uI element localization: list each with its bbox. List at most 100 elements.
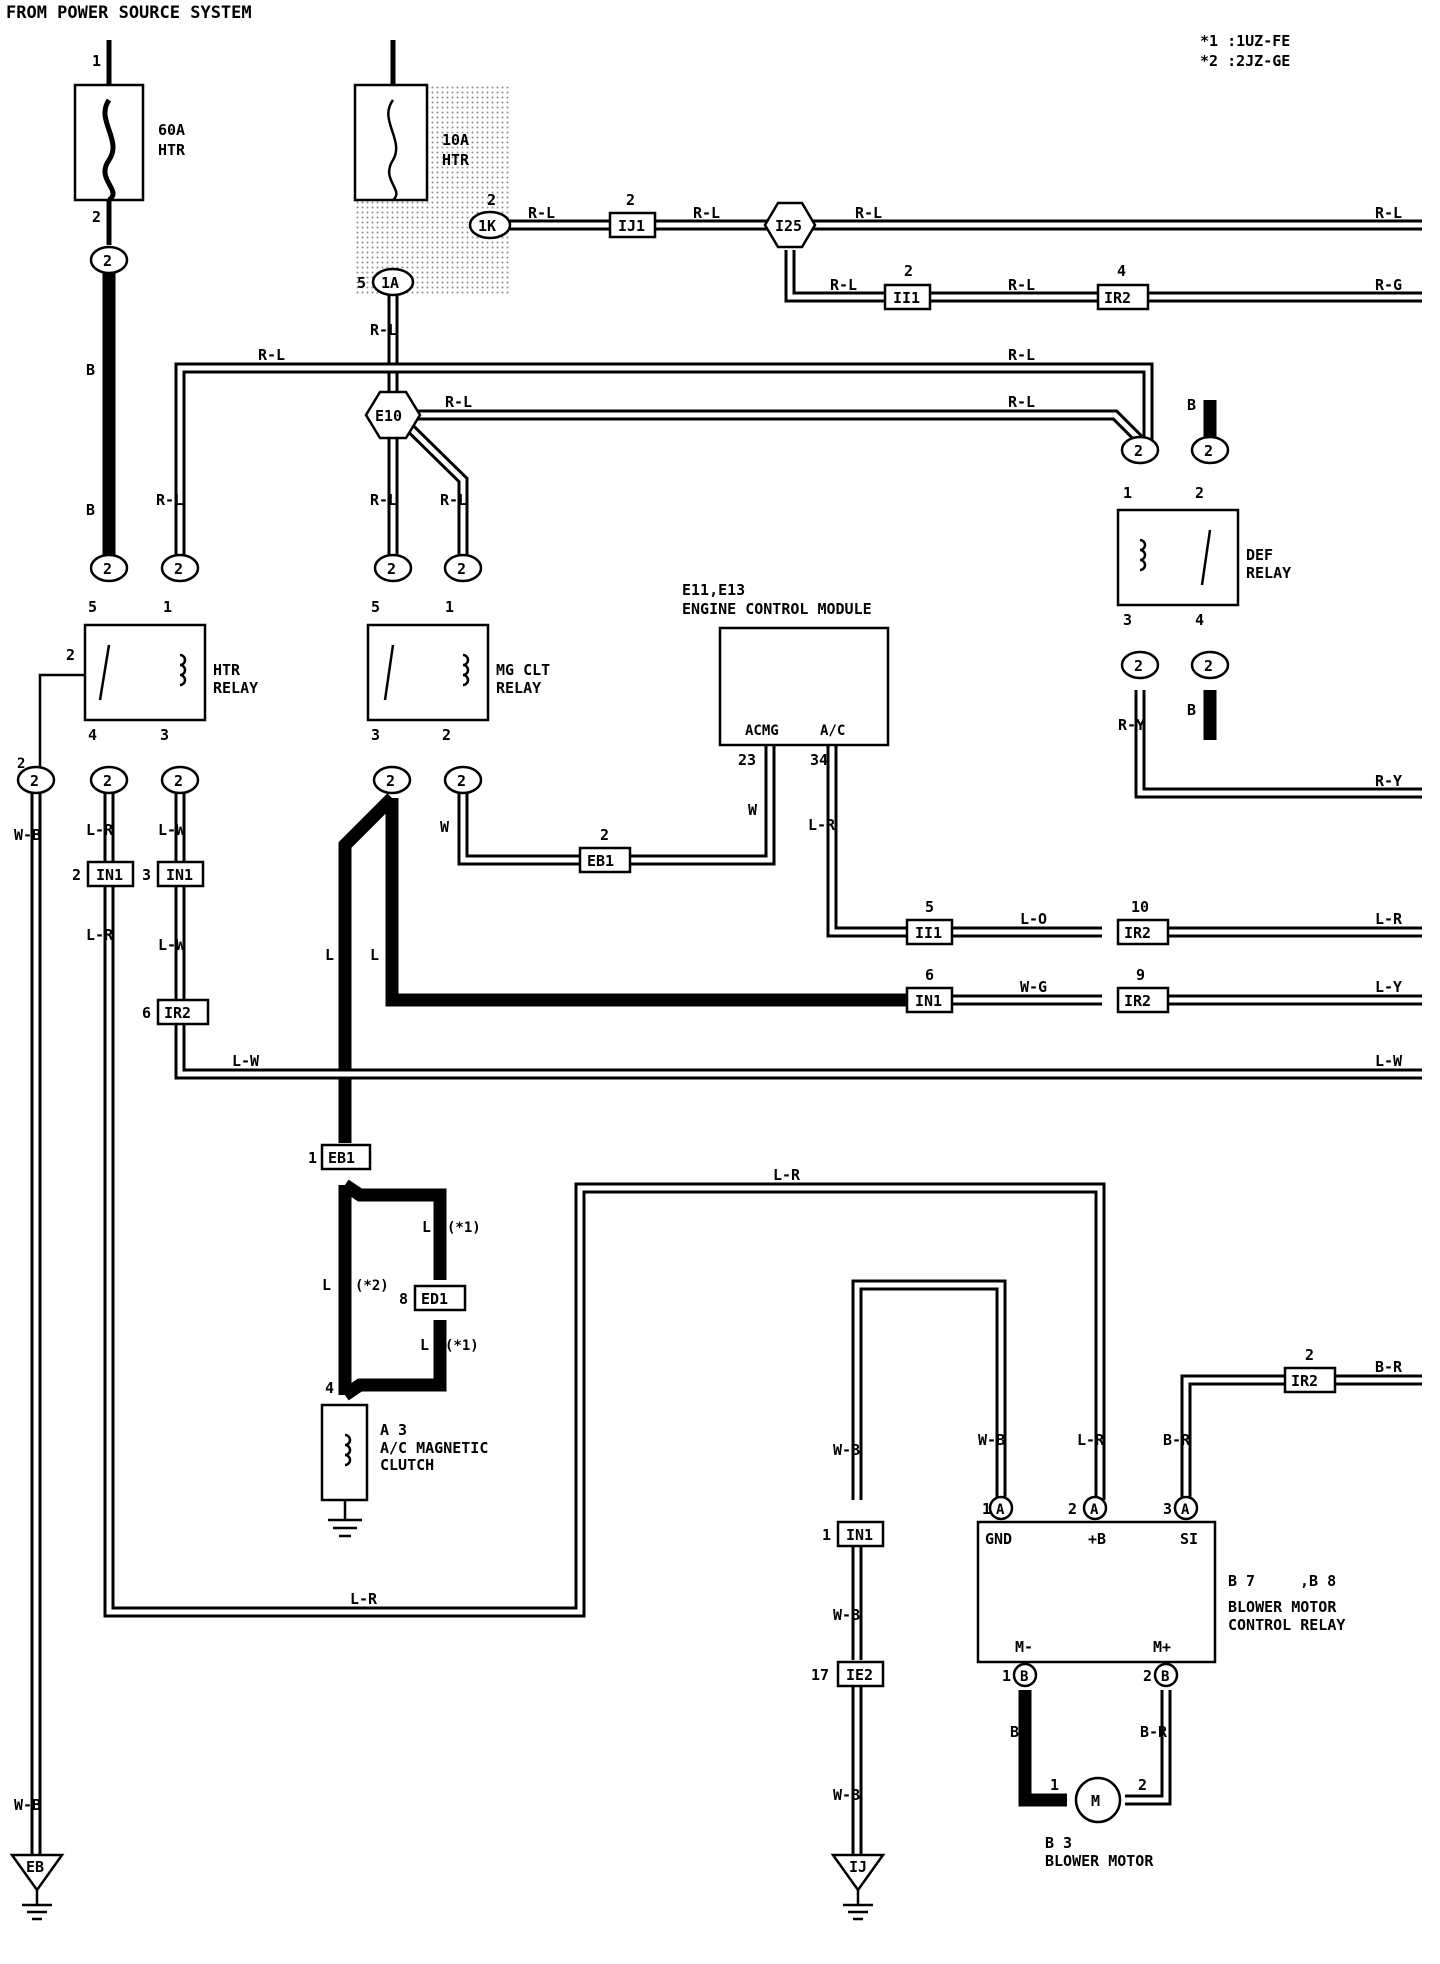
conn-ir2-left: IR2 — [164, 1004, 191, 1022]
wire-label: W — [440, 818, 450, 836]
htr-relay-pin-1: 1 — [163, 598, 172, 616]
engine-control-module: E11,E13 ENGINE CONTROL MODULE ACMG A/C 2… — [682, 581, 890, 769]
double-wires — [30, 219, 1422, 1855]
conn-2: 2 — [174, 560, 183, 578]
bmcr-code: B 7 — [1228, 1572, 1255, 1590]
wire-label: B — [1010, 1723, 1019, 1741]
motor-code: B 3 — [1045, 1834, 1072, 1852]
conn-2: 2 — [457, 560, 466, 578]
conn-in1-mid-pin: 6 — [925, 966, 934, 984]
splice-e10: E10 — [364, 390, 422, 440]
source-title: FROM POWER SOURCE SYSTEM — [6, 3, 252, 23]
conn-2: 2 — [30, 772, 39, 790]
wire-label: L-R — [86, 821, 114, 839]
fuse-10a-name: HTR — [442, 151, 470, 169]
wire-label: R-L — [1008, 393, 1035, 411]
wire-label: R-L — [855, 204, 882, 222]
engine-note-1: *1 :1UZ-FE — [1200, 32, 1290, 50]
wire-label: W-B — [978, 1431, 1005, 1449]
bmcr-pin-1b: 1 — [1002, 1667, 1011, 1685]
wire-label: L — [420, 1336, 429, 1354]
wire-label: W-B — [833, 1606, 860, 1624]
wire-label: B-R — [1375, 1358, 1403, 1376]
conn-1a-pin: 5 — [357, 274, 366, 292]
conn-ir2-top: IR2 — [1104, 289, 1131, 307]
conn-2: 2 — [174, 772, 183, 790]
clutch-code: A 3 — [380, 1421, 407, 1439]
wire-label: R-Y — [1118, 716, 1145, 734]
wire-label: R-G — [1375, 276, 1402, 294]
wire-label: R-L — [528, 204, 555, 222]
wire-label: L-R — [1077, 1431, 1105, 1449]
bmcr-pin-2a: 2 — [1068, 1500, 1077, 1518]
wire-label: B-R — [1163, 1431, 1191, 1449]
conn-in1-a: IN1 — [96, 866, 123, 884]
ac-magnetic-clutch: 4 A 3 A/C MAGNETIC CLUTCH — [320, 1379, 488, 1538]
conn-ir2-mid: IR2 — [1124, 924, 1151, 942]
motor-symbol: M — [1091, 1792, 1100, 1810]
bmcr-b2: B — [1161, 1669, 1169, 1685]
oval-pin-labels: 2 — [17, 756, 25, 772]
bmcr-m-plus: M+ — [1153, 1638, 1171, 1656]
wire-label: L-W — [1375, 1052, 1403, 1070]
htr-relay-pin-2: 2 — [66, 646, 75, 664]
conn-2: 2 — [103, 560, 112, 578]
ground-eb-label: EB — [26, 1858, 44, 1876]
wire-labels: B B R-L R-L R-L R-L R-L R-L R-G R-L R-L … — [14, 204, 1403, 1814]
wire-label: L-W — [232, 1052, 260, 1070]
wire-label: R-L — [830, 276, 857, 294]
conn-2: 2 — [1134, 442, 1143, 460]
conn-ir2-br-pin: 2 — [1305, 1346, 1314, 1364]
bmcr-a3: A — [1181, 1502, 1190, 1518]
wire-label: L-R — [350, 1590, 378, 1608]
conn-eb1-low: EB1 — [328, 1149, 355, 1167]
wire-label: L-R — [808, 816, 836, 834]
conn-in1-b: IN1 — [166, 866, 193, 884]
wire-label: W-B — [14, 1796, 41, 1814]
wire-label: L-R — [773, 1166, 801, 1184]
htr-relay-label: HTR — [213, 661, 241, 679]
wire-label: L — [422, 1218, 431, 1236]
wire-label: W-G — [1020, 978, 1047, 996]
wire-label: L-O — [1020, 910, 1047, 928]
conn-ij1: IJ1 — [618, 217, 645, 235]
htr-relay-pin-4: 4 — [88, 726, 97, 744]
motor-pin-2: 2 — [1138, 1776, 1147, 1794]
ecm-pin-34: 34 — [810, 751, 828, 769]
conn-ii1-top: II1 — [893, 289, 920, 307]
wire-label: (*1) — [445, 1338, 479, 1354]
fuse-60a-name: HTR — [158, 141, 186, 159]
conn-ii1-mid-pin: 5 — [925, 898, 934, 916]
conn-ir2-br: IR2 — [1291, 1372, 1318, 1390]
htr-relay-pin-3: 3 — [160, 726, 169, 744]
wire-label: B — [1187, 701, 1196, 719]
wire-label: (*1) — [447, 1220, 481, 1236]
conn-2: 2 — [457, 772, 466, 790]
bmcr-name: BLOWER MOTOR — [1228, 1598, 1337, 1616]
conn-1k: 1K — [478, 217, 496, 235]
rect-connectors: IJ1 2 II1 2 IR2 4 EB1 2 II1 5 IR2 10 IN1… — [72, 191, 1337, 1688]
wire-label: R-L — [1375, 204, 1402, 222]
def-relay-pin-1: 1 — [1123, 484, 1132, 502]
htr-relay-pin-5: 5 — [88, 598, 97, 616]
def-relay-pin-3: 3 — [1123, 611, 1132, 629]
wire-label: R-L — [258, 346, 285, 364]
def-relay: DEF RELAY 1 2 3 4 — [1116, 484, 1291, 629]
wire-label: L-W — [158, 821, 186, 839]
connector-ovals: 2 1K 2 1A 5 2 2 2 2 2 2 2 2 2 2 2 2 2 — [16, 191, 1230, 795]
splice-i25: I25 — [763, 201, 817, 249]
wire-label: R-L — [370, 321, 397, 339]
wire-label: R-L — [1008, 346, 1035, 364]
wire-label: L — [325, 946, 334, 964]
conn-2: 2 — [386, 772, 395, 790]
bmcr-b1: B — [1020, 1669, 1028, 1685]
ground-ij: IJ — [830, 1853, 886, 1921]
def-relay-pin-4: 4 — [1195, 611, 1204, 629]
htr-relay-label-2: RELAY — [213, 679, 258, 697]
motor-name: BLOWER MOTOR — [1045, 1852, 1154, 1870]
wire-label: L — [370, 946, 379, 964]
conn-eb1-low-pin: 1 — [308, 1149, 317, 1167]
conn-ii1-top-pin: 2 — [904, 262, 913, 280]
wire-label: R-L — [1008, 276, 1035, 294]
